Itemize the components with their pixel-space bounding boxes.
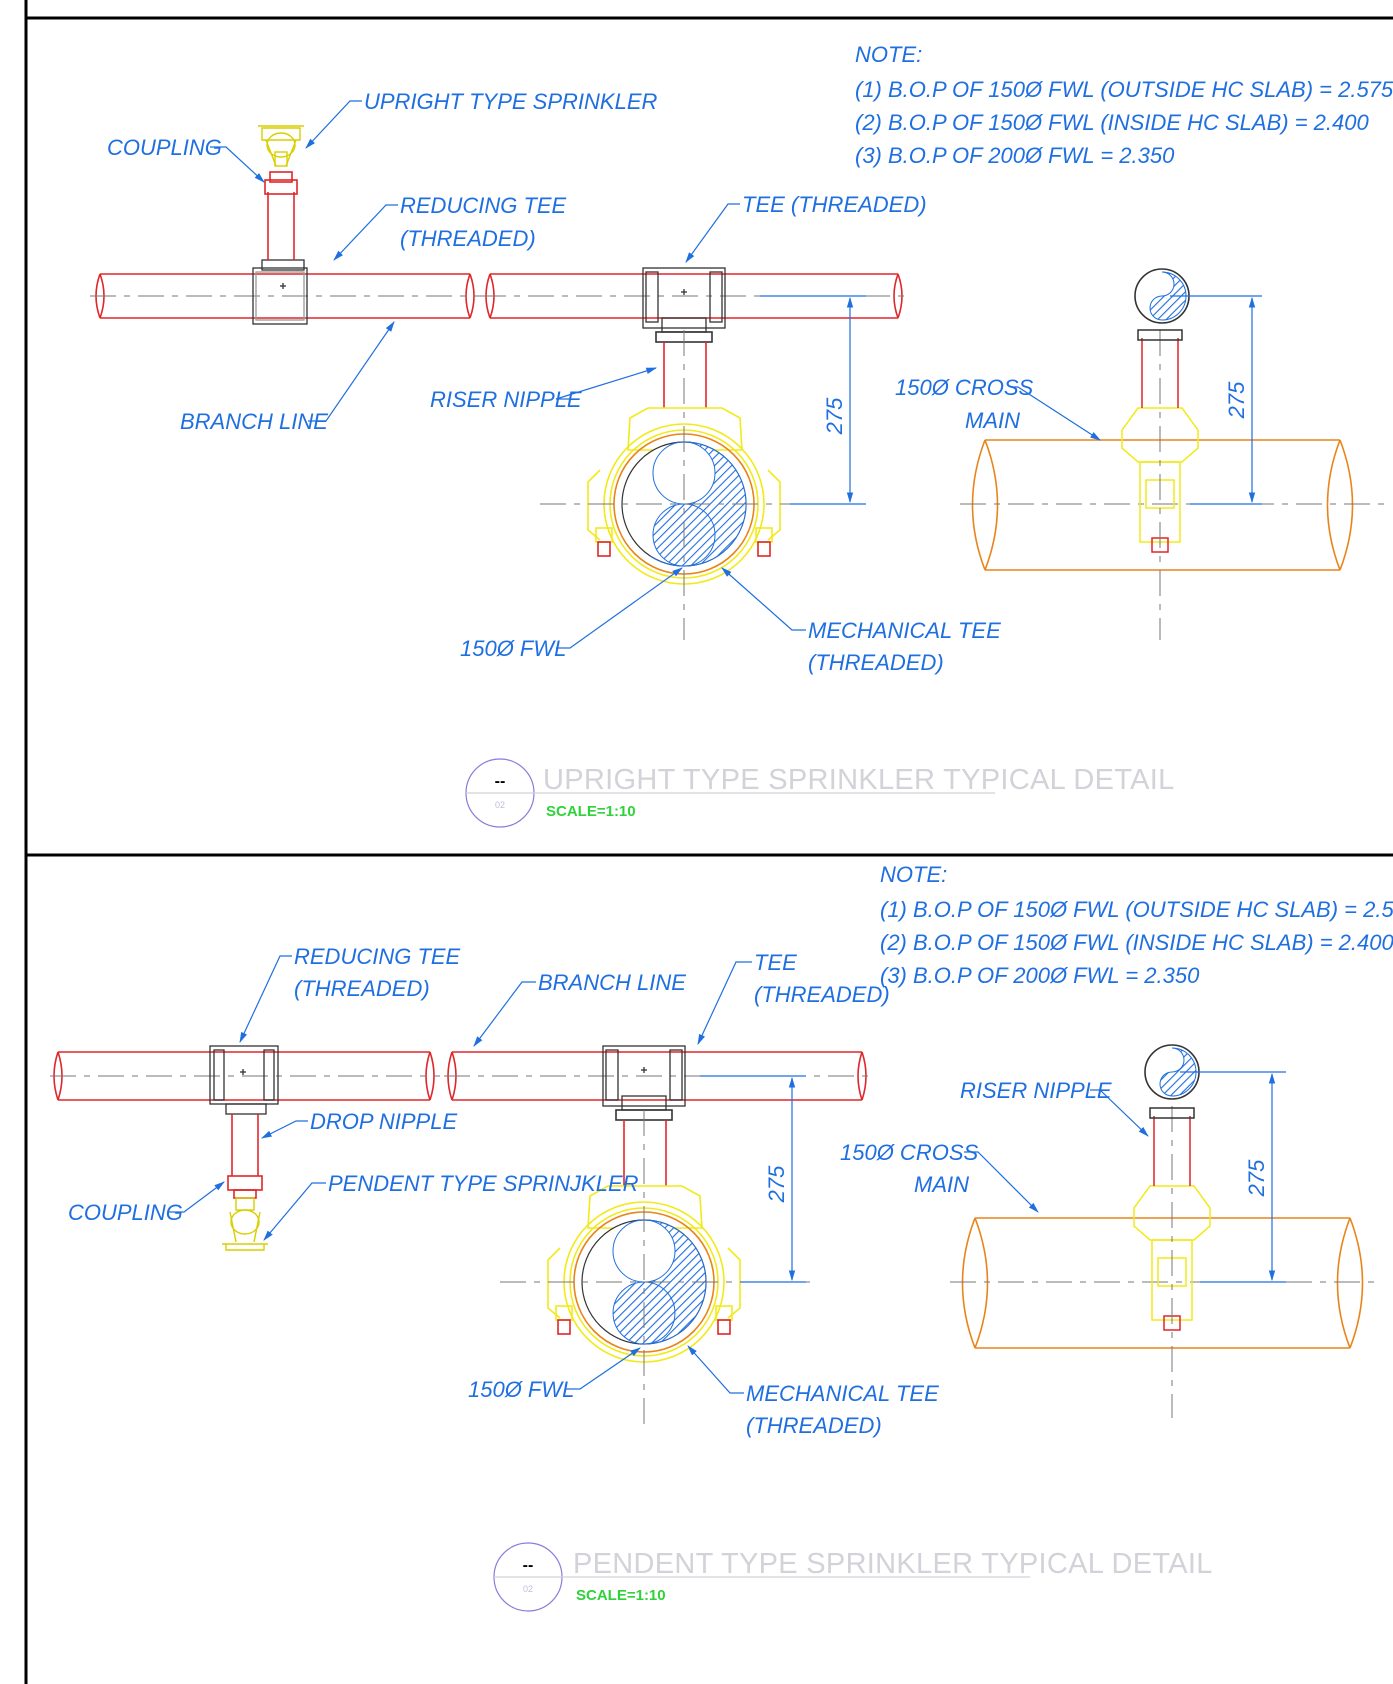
label-pendent-sprinkler: PENDENT TYPE SPRINJKLER xyxy=(328,1171,639,1196)
note-line-3: (3) B.O.P OF 200Ø FWL = 2.350 xyxy=(855,143,1175,168)
label-tee: TEE (THREADED) xyxy=(742,192,927,217)
label-tee-threaded: (THREADED) xyxy=(754,982,890,1007)
dimension-value-side: 275 xyxy=(1244,1159,1269,1197)
note-line-1: (1) B.O.P OF 150Ø FWL (OUTSIDE HC SLAB) … xyxy=(855,77,1393,102)
label-branch-line: BRANCH LINE xyxy=(180,409,328,434)
label-mechanical-tee-threaded: (THREADED) xyxy=(746,1413,882,1438)
upright-reducing-tee xyxy=(252,259,308,325)
label-branch-line: BRANCH LINE xyxy=(538,970,686,995)
pendent-labels: REDUCING TEE (THREADED) BRANCH LINE TEE … xyxy=(68,944,1112,1438)
note-heading: NOTE: xyxy=(855,42,922,67)
label-riser-nipple: RISER NIPPLE xyxy=(430,387,582,412)
label-tee: TEE xyxy=(754,950,797,975)
pendent-leaders xyxy=(168,955,1149,1394)
label-reducing-tee: REDUCING TEE xyxy=(400,193,567,218)
detail-title: UPRIGHT TYPE SPRINKLER TYPICAL DETAIL xyxy=(543,764,1175,796)
upright-sprinkler-riser xyxy=(264,171,298,260)
detail-scale: SCALE=1:10 xyxy=(546,803,636,820)
label-reducing-tee-threaded: (THREADED) xyxy=(400,226,536,251)
upright-sprinkler-head xyxy=(258,125,304,167)
pendent-drop-nipple xyxy=(227,1114,263,1199)
bubble-top-text: -- xyxy=(495,773,506,790)
label-cross-main-2: MAIN xyxy=(965,408,1020,433)
label-cross-main: 150Ø CROSS xyxy=(895,375,1033,400)
label-coupling: COUPLING xyxy=(68,1200,183,1225)
pendent-reducing-tee xyxy=(209,1045,279,1115)
note-line-3: (3) B.O.P OF 200Ø FWL = 2.350 xyxy=(880,963,1200,988)
pendent-note: NOTE: (1) B.O.P OF 150Ø FWL (OUTSIDE HC … xyxy=(880,862,1393,988)
label-upright-sprinkler: UPRIGHT TYPE SPRINKLER xyxy=(364,89,658,114)
dimension-value-front: 275 xyxy=(822,397,847,435)
pendent-sprinkler-head xyxy=(222,1197,268,1251)
label-reducing-tee-threaded: (THREADED) xyxy=(294,976,430,1001)
upright-labels: UPRIGHT TYPE SPRINKLER COUPLING REDUCING… xyxy=(107,89,1033,675)
upright-cross-main-side xyxy=(971,439,1354,571)
pendent-side-branch-section xyxy=(1144,1044,1200,1100)
upright-dimension-front xyxy=(760,295,866,505)
note-line-1: (1) B.O.P OF 150Ø FWL (OUTSIDE HC SLAB) … xyxy=(880,897,1393,922)
detail-title: PENDENT TYPE SPRINKLER TYPICAL DETAIL xyxy=(573,1548,1213,1580)
upright-tee xyxy=(642,267,726,333)
pendent-dimension-front xyxy=(700,1075,806,1283)
label-riser-nipple: RISER NIPPLE xyxy=(960,1078,1112,1103)
pendent-side-fitting xyxy=(1133,1106,1211,1418)
note-line-2: (2) B.O.P OF 150Ø FWL (INSIDE HC SLAB) =… xyxy=(880,930,1393,955)
note-heading: NOTE: xyxy=(880,862,947,887)
label-mechanical-tee: MECHANICAL TEE xyxy=(746,1381,939,1406)
upright-side-fitting xyxy=(1121,329,1199,640)
label-cross-main: 150Ø CROSS xyxy=(840,1140,978,1165)
upright-dimension-side xyxy=(1170,295,1262,505)
pendent-cross-main-side xyxy=(961,1217,1364,1349)
label-fwl: 150Ø FWL xyxy=(460,636,566,661)
label-mechanical-tee: MECHANICAL TEE xyxy=(808,618,1001,643)
bubble-bottom-text: 02 xyxy=(523,1584,533,1594)
pendent-detail: NOTE: (1) B.O.P OF 150Ø FWL (OUTSIDE HC … xyxy=(50,862,1393,1612)
label-coupling: COUPLING xyxy=(107,135,222,160)
dimension-value-front: 275 xyxy=(764,1165,789,1203)
pendent-dimension-side xyxy=(1180,1071,1286,1283)
upright-title-block: -- 02 UPRIGHT TYPE SPRINKLER TYPICAL DET… xyxy=(465,758,1175,828)
pendent-title-block: -- 02 PENDENT TYPE SPRINKLER TYPICAL DET… xyxy=(493,1542,1213,1612)
label-cross-main-2: MAIN xyxy=(914,1172,969,1197)
bubble-top-text: -- xyxy=(523,1557,534,1574)
bubble-bottom-text: 02 xyxy=(495,800,505,810)
label-drop-nipple: DROP NIPPLE xyxy=(310,1109,457,1134)
label-fwl: 150Ø FWL xyxy=(468,1377,574,1402)
note-line-2: (2) B.O.P OF 150Ø FWL (INSIDE HC SLAB) =… xyxy=(855,110,1369,135)
detail-scale: SCALE=1:10 xyxy=(576,1587,666,1604)
label-reducing-tee: REDUCING TEE xyxy=(294,944,461,969)
label-mechanical-tee-threaded: (THREADED) xyxy=(808,650,944,675)
upright-leaders xyxy=(210,100,1101,649)
sheet-frame xyxy=(24,0,1393,1684)
upright-detail: NOTE: (1) B.O.P OF 150Ø FWL (OUTSIDE HC … xyxy=(90,42,1393,828)
upright-note: NOTE: (1) B.O.P OF 150Ø FWL (OUTSIDE HC … xyxy=(855,42,1393,168)
dimension-value-side: 275 xyxy=(1224,381,1249,419)
